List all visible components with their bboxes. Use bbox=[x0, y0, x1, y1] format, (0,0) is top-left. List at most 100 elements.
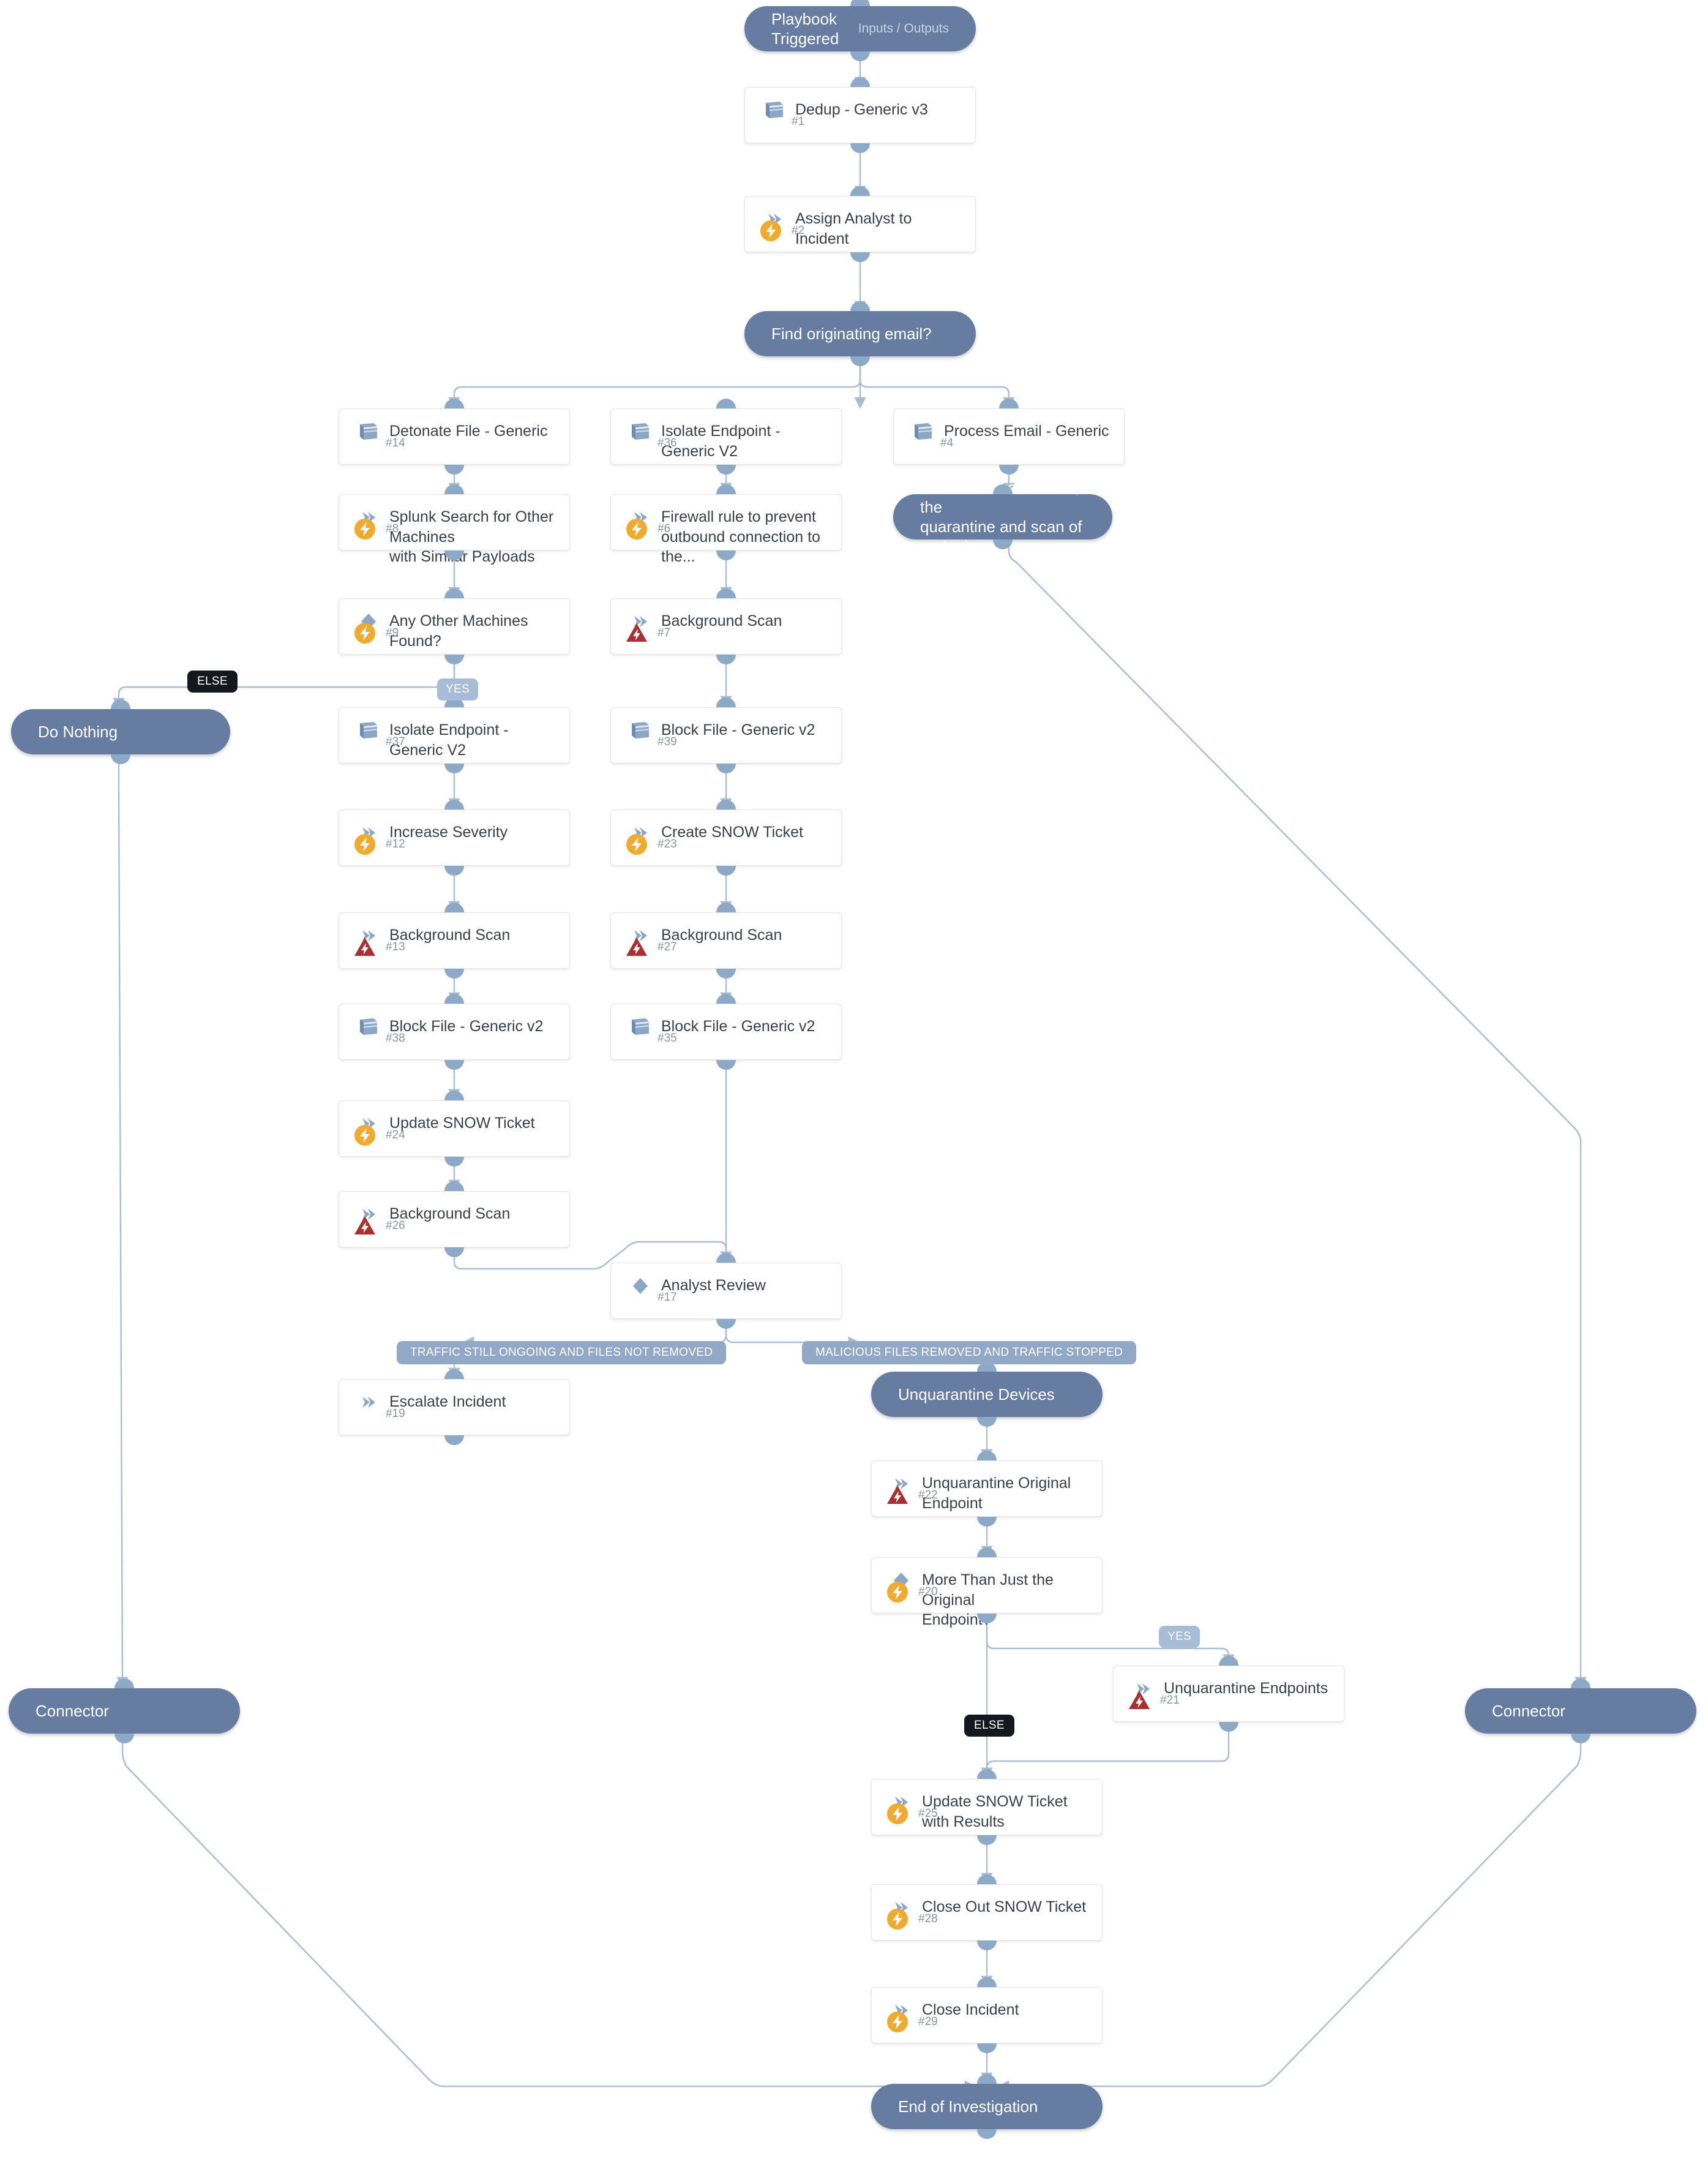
node-connector-right[interactable]: Connector bbox=[1465, 1688, 1696, 1734]
node-detonate-file-generic[interactable]: Detonate File - Generic#14 bbox=[339, 408, 570, 465]
branch-label-files-removed[interactable]: MALICIOUS FILES REMOVED AND TRAFFIC STOP… bbox=[802, 1341, 1137, 1364]
node-more-than-just-original-endpoint[interactable]: More Than Just the Original Endpoint?#20 bbox=[871, 1557, 1103, 1628]
node-output-port[interactable] bbox=[850, 51, 870, 61]
node-input-port[interactable] bbox=[977, 1451, 997, 1460]
node-output-port[interactable] bbox=[1571, 1734, 1590, 1743]
node-input-port[interactable] bbox=[850, 186, 870, 196]
node-output-port[interactable] bbox=[977, 1835, 997, 1845]
branch-label-yes-endpoints[interactable]: YES bbox=[1159, 1626, 1200, 1648]
node-output-port[interactable] bbox=[1219, 1722, 1238, 1732]
node-output-port[interactable] bbox=[999, 465, 1019, 475]
node-output-port[interactable] bbox=[444, 969, 464, 979]
node-output-port[interactable] bbox=[444, 655, 464, 664]
node-input-port[interactable] bbox=[716, 903, 736, 912]
node-output-port[interactable] bbox=[444, 866, 464, 876]
node-output-port[interactable] bbox=[977, 2129, 997, 2139]
branch-label-else-machines[interactable]: ELSE bbox=[187, 671, 238, 693]
node-input-port[interactable] bbox=[977, 1977, 997, 1987]
branch-label-yes-machines[interactable]: YES bbox=[437, 678, 478, 701]
node-output-port[interactable] bbox=[850, 143, 870, 153]
node-end-of-investigation[interactable]: End of Investigation bbox=[871, 2084, 1103, 2129]
node-process-email-generic[interactable]: Process Email - Generic#4 bbox=[893, 408, 1125, 465]
node-input-port[interactable] bbox=[444, 903, 464, 912]
node-update-snow-ticket-with-results[interactable]: Update SNOW Ticket with Results#25 bbox=[871, 1779, 1103, 1835]
node-input-port[interactable] bbox=[850, 0, 870, 6]
node-input-port[interactable] bbox=[444, 1369, 464, 1379]
node-output-port[interactable] bbox=[716, 866, 736, 876]
node-output-port[interactable] bbox=[444, 764, 464, 773]
node-output-port[interactable] bbox=[444, 1247, 464, 1257]
node-input-port[interactable] bbox=[444, 994, 464, 1004]
node-input-port[interactable] bbox=[999, 399, 1019, 408]
node-input-port[interactable] bbox=[977, 1769, 997, 1779]
node-output-port[interactable] bbox=[716, 1060, 736, 1070]
node-input-port[interactable] bbox=[716, 994, 736, 1004]
node-assign-analyst-to-incident[interactable]: Assign Analyst to Incident#2 bbox=[744, 196, 976, 252]
node-input-port[interactable] bbox=[114, 1678, 134, 1688]
node-escalate-incident[interactable]: Escalate Incident#19 bbox=[339, 1379, 570, 1435]
node-output-port[interactable] bbox=[850, 356, 870, 366]
node-background-scan-13[interactable]: Background Scan#13 bbox=[339, 912, 570, 969]
node-input-port[interactable] bbox=[716, 800, 736, 810]
node-close-incident[interactable]: Close Incident#29 bbox=[871, 1987, 1103, 2043]
node-output-port[interactable] bbox=[977, 1517, 997, 1527]
node-output-port[interactable] bbox=[114, 1734, 134, 1743]
node-output-port[interactable] bbox=[444, 1157, 464, 1167]
node-input-port[interactable] bbox=[850, 301, 870, 311]
node-background-scan-26[interactable]: Background Scan#26 bbox=[339, 1191, 570, 1247]
node-close-out-snow-ticket[interactable]: Close Out SNOW Ticket#28 bbox=[871, 1884, 1103, 1941]
node-output-port[interactable] bbox=[444, 465, 464, 475]
node-thread-finished[interactable]: This thread is finished; the quarantine … bbox=[893, 478, 1112, 555]
node-input-port[interactable] bbox=[444, 588, 464, 598]
node-output-port[interactable] bbox=[716, 465, 736, 475]
node-input-port[interactable] bbox=[1571, 1678, 1590, 1688]
node-create-snow-ticket[interactable]: Create SNOW Ticket#23 bbox=[610, 810, 842, 866]
node-output-port[interactable] bbox=[716, 1319, 736, 1329]
node-output-port[interactable] bbox=[716, 764, 736, 773]
node-isolate-endpoint-generic-v2-37[interactable]: Isolate Endpoint - Generic V2#37 bbox=[339, 707, 570, 764]
branch-label-else-endpoints[interactable]: ELSE bbox=[964, 1715, 1014, 1737]
node-block-file-generic-v2-35[interactable]: Block File - Generic v2#35 bbox=[610, 1004, 842, 1060]
node-splunk-search-other-machines[interactable]: Splunk Search for Other Machines with Si… bbox=[339, 494, 570, 565]
node-increase-severity[interactable]: Increase Severity#12 bbox=[339, 810, 570, 866]
branch-label-traffic-ongoing[interactable]: TRAFFIC STILL ONGOING AND FILES NOT REMO… bbox=[397, 1341, 727, 1364]
node-input-port[interactable] bbox=[111, 699, 130, 709]
node-output-port[interactable] bbox=[977, 1941, 997, 1950]
node-input-port[interactable] bbox=[850, 77, 870, 87]
node-input-port[interactable] bbox=[444, 484, 464, 494]
node-input-port[interactable] bbox=[1219, 1656, 1238, 1666]
node-block-file-generic-v2-38[interactable]: Block File - Generic v2#38 bbox=[339, 1004, 570, 1060]
node-connector-left[interactable]: Connector bbox=[9, 1688, 240, 1734]
node-input-port[interactable] bbox=[444, 1181, 464, 1191]
node-output-port[interactable] bbox=[977, 2043, 997, 2053]
node-output-port[interactable] bbox=[716, 655, 736, 664]
node-input-port[interactable] bbox=[444, 399, 464, 408]
node-unquarantine-devices[interactable]: Unquarantine Devices bbox=[871, 1372, 1103, 1417]
node-input-port[interactable] bbox=[444, 1091, 464, 1100]
node-input-port[interactable] bbox=[977, 2074, 997, 2084]
node-input-port[interactable] bbox=[716, 697, 736, 707]
node-output-port[interactable] bbox=[444, 1435, 464, 1445]
node-input-port[interactable] bbox=[716, 1253, 736, 1263]
node-input-port[interactable] bbox=[716, 399, 736, 408]
node-background-scan-27[interactable]: Background Scan#27 bbox=[610, 912, 842, 969]
node-dedup-generic-v3[interactable]: Dedup - Generic v3#1 bbox=[744, 87, 976, 143]
node-analyst-review[interactable]: Analyst Review#17 bbox=[610, 1263, 842, 1319]
node-output-port[interactable] bbox=[850, 252, 870, 262]
node-find-originating-email[interactable]: Find originating email? bbox=[744, 311, 976, 356]
node-unquarantine-endpoints[interactable]: Unquarantine Endpoints#21 bbox=[1113, 1666, 1344, 1722]
node-block-file-generic-v2-39[interactable]: Block File - Generic v2#39 bbox=[610, 707, 842, 764]
node-any-other-machines-found[interactable]: Any Other Machines Found?#9 bbox=[339, 598, 570, 655]
node-unquarantine-original-endpoint[interactable]: Unquarantine Original Endpoint#22 bbox=[871, 1460, 1103, 1517]
node-input-port[interactable] bbox=[444, 800, 464, 810]
node-output-port[interactable] bbox=[444, 1060, 464, 1070]
node-background-scan-7[interactable]: Background Scan#7 bbox=[610, 598, 842, 655]
node-input-port[interactable] bbox=[977, 1874, 997, 1884]
node-update-snow-ticket[interactable]: Update SNOW Ticket#24 bbox=[339, 1100, 570, 1157]
node-isolate-endpoint-generic-v2-36[interactable]: Isolate Endpoint - Generic V2#36 bbox=[610, 408, 842, 465]
node-output-port[interactable] bbox=[111, 754, 130, 764]
node-input-port[interactable] bbox=[977, 1547, 997, 1557]
node-firewall-rule-prevent-outbound[interactable]: Firewall rule to prevent outbound connec… bbox=[610, 494, 842, 565]
node-do-nothing[interactable]: Do Nothing bbox=[11, 709, 230, 754]
